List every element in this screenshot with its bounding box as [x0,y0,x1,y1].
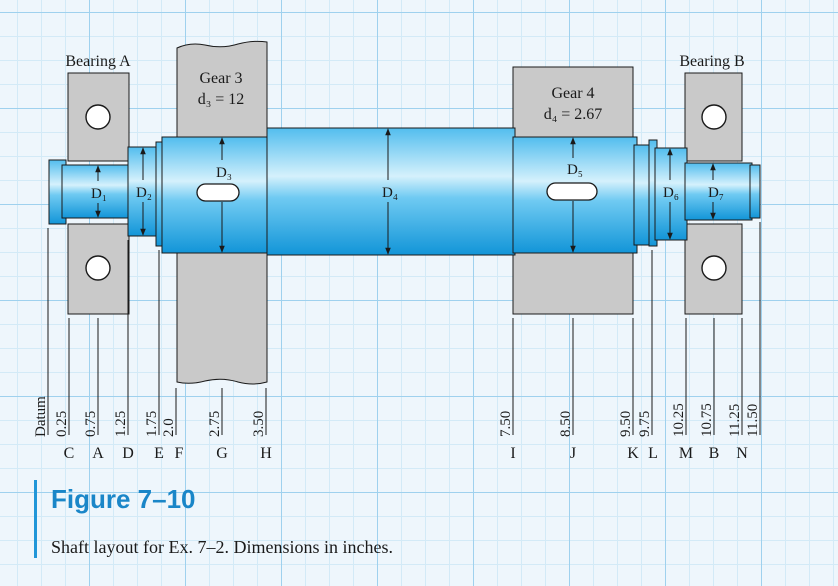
station-letter: J [570,445,576,462]
shaft-segment-d1 [61,164,131,219]
station-value: 9.50 [618,411,634,437]
gear-3-diameter: d₃ = 12 [198,91,245,108]
station-letter: A [92,445,104,462]
bearing-b-label: Bearing B [679,53,744,70]
station-letter: L [648,445,658,462]
figure-caption-block: Figure 7–10 Shaft layout for Ex. 7–2. Di… [34,480,393,558]
bearing-b [684,72,743,315]
shaft-segment-d4 [266,127,516,256]
station-letter: C [64,445,75,462]
bearing-a-label: Bearing A [65,53,131,70]
gear-4-name: Gear 4 [551,85,594,102]
gear-3-name: Gear 3 [199,70,242,87]
station-value: 9.75 [637,411,653,437]
station-value: 0.25 [54,411,70,437]
station-letter: B [709,445,720,462]
figure-title: Figure 7–10 [51,484,196,514]
bearing-b-lower-ball [701,255,727,281]
station-letter: M [679,445,693,462]
station-letter: N [736,445,748,462]
station-value: 8.50 [558,411,574,437]
station-letter: E [154,445,164,462]
bearing-a-upper-ball [85,104,111,130]
station-value: 7.50 [498,411,514,437]
station-value: 10.75 [699,403,715,437]
station-letter: F [175,445,184,462]
figure-caption: Shaft layout for Ex. 7–2. Dimensions in … [51,537,393,557]
station-value: Datum [33,396,49,437]
shaft-end-right [749,164,761,219]
station-letter: D [122,445,134,462]
station-letter: I [510,445,515,462]
bearing-a [67,72,130,315]
bearing-b-upper-ball [701,104,727,130]
shaft [48,127,761,256]
station-dimensions: Datum 0.25C 0.75A 1.25D 1.75E 2.0F 2.75G 3.50H 7… [33,222,761,462]
keyway-gear-3 [196,183,240,202]
station-value: 11.50 [745,404,761,437]
station-value: 11.25 [727,404,743,437]
d7-label: D₇ [708,185,724,201]
station-letter: K [627,445,639,462]
station-value: 0.75 [83,411,99,437]
bearing-a-lower-ball [85,255,111,281]
shaft-segment-d6b [654,147,688,241]
d1-label: D₁ [91,186,107,202]
d5-label: D₅ [567,162,583,178]
station-letter: G [216,445,228,462]
keyway-gear-4 [546,182,598,201]
gear-4-diameter: d₄ = 2.67 [544,106,603,123]
station-letter: H [260,445,272,462]
d2-label: D₂ [136,185,152,201]
station-value: 1.75 [144,411,160,437]
d4-label: D₄ [382,185,398,201]
station-value: 10.25 [671,403,687,437]
station-value: 3.50 [251,411,267,437]
station-value: 2.0 [161,418,177,437]
station-value: 1.25 [113,411,129,437]
diameter-arrows [95,128,716,255]
shaft-segment-d7 [684,162,753,221]
d6-label: D₆ [663,185,679,201]
station-value: 2.75 [207,411,223,437]
d3-label: D₃ [216,165,232,181]
